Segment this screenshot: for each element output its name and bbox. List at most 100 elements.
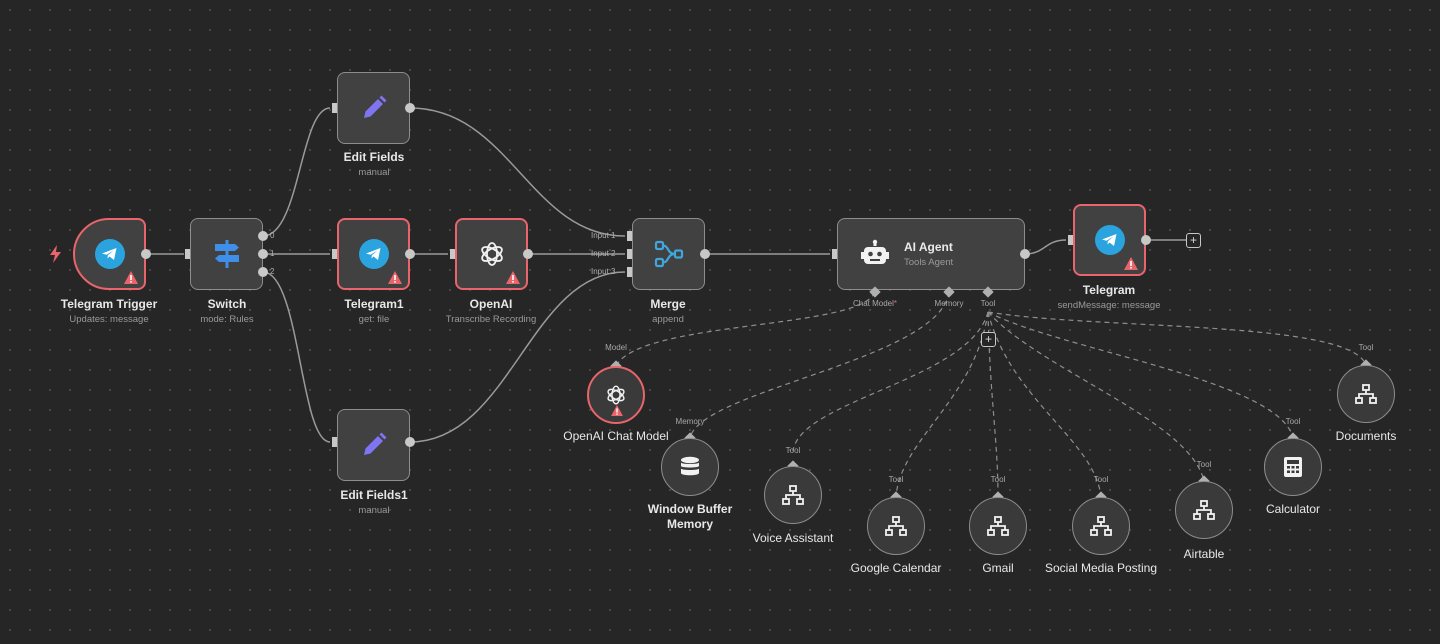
input-port[interactable] <box>1068 235 1073 245</box>
input-port[interactable] <box>332 249 337 259</box>
input-port[interactable] <box>332 437 337 447</box>
warning-icon <box>124 271 138 284</box>
input-label-3: Input 3 <box>591 267 616 276</box>
edge-tool-voice <box>792 311 989 452</box>
node-title: OpenAI Chat Model <box>563 429 669 443</box>
memory-node-port-label: Memory <box>675 417 705 426</box>
output-port[interactable] <box>1141 235 1151 245</box>
pencil-icon <box>363 432 386 455</box>
pencil-icon <box>363 95 386 118</box>
warning-icon <box>506 271 520 284</box>
calculator-icon <box>1284 457 1302 477</box>
telegram-trigger-node[interactable] <box>73 218 146 290</box>
input-port-3[interactable] <box>627 267 632 277</box>
output-port-2[interactable] <box>258 267 268 277</box>
output-port[interactable] <box>405 249 415 259</box>
node-subtitle: Transcribe Recording <box>445 314 537 325</box>
social-media-posting-node[interactable] <box>1072 497 1130 555</box>
output-port[interactable] <box>405 437 415 447</box>
workflow-icon <box>1355 384 1377 404</box>
output-label-1: 1 <box>270 249 275 258</box>
edge-tool-gcal <box>895 311 989 498</box>
warning-icon <box>388 271 402 284</box>
robot-icon <box>861 239 889 264</box>
input-port[interactable] <box>185 249 190 259</box>
node-subtitle: manual <box>358 167 390 178</box>
output-port-1[interactable] <box>258 249 268 259</box>
output-port[interactable] <box>1020 249 1030 259</box>
node-title: Calculator <box>1265 502 1321 516</box>
telegram-icon <box>358 239 389 269</box>
merge-icon <box>654 240 683 268</box>
node-title: Telegram <box>1082 283 1136 297</box>
telegram-icon <box>1094 225 1125 255</box>
node-title: Telegram1 <box>344 297 404 311</box>
telegram-node[interactable] <box>1073 204 1146 276</box>
telegram1-node[interactable] <box>337 218 410 290</box>
lightning-icon <box>50 245 61 263</box>
input-port[interactable] <box>832 249 837 259</box>
tool-port-label: Tool <box>785 446 801 455</box>
google-calendar-node[interactable] <box>867 497 925 555</box>
tool-port-label: Tool <box>1358 343 1374 352</box>
input-port-1[interactable] <box>627 231 632 241</box>
add-node-button[interactable]: + <box>1186 233 1201 248</box>
output-port-0[interactable] <box>258 231 268 241</box>
tool-port-label: Tool <box>1196 460 1212 469</box>
edge-chatmodel <box>615 291 876 367</box>
edge-switch-editfields1 <box>262 271 331 443</box>
node-title: Edit Fields <box>343 150 405 164</box>
node-title: Airtable <box>1183 547 1225 561</box>
voice-assistant-node[interactable] <box>764 466 822 524</box>
edge-tool-calculator <box>987 311 1294 439</box>
chat-model-port-label: Chat Model* <box>852 299 898 308</box>
openai-icon <box>607 385 625 405</box>
warning-icon <box>1124 257 1138 270</box>
gmail-node[interactable] <box>969 497 1027 555</box>
input-port-2[interactable] <box>627 249 632 259</box>
input-port[interactable] <box>332 103 337 113</box>
node-title: AI Agent <box>904 240 953 254</box>
node-title: Edit Fields1 <box>340 488 408 502</box>
node-subtitle: manual <box>358 505 390 516</box>
workflow-icon <box>782 485 804 505</box>
tool-port-label: Tool <box>1093 475 1109 484</box>
edit-fields-node[interactable] <box>337 72 410 144</box>
memory-port-label: Memory <box>934 299 964 308</box>
input-label-2: Input 2 <box>591 249 616 258</box>
output-port[interactable] <box>523 249 533 259</box>
node-title: Google Calendar <box>850 561 942 575</box>
add-tool-button[interactable]: + <box>981 332 996 347</box>
switch-node[interactable] <box>190 218 263 290</box>
airtable-node[interactable] <box>1175 481 1233 539</box>
openai-node[interactable] <box>455 218 528 290</box>
openai-chat-model-node[interactable] <box>587 366 645 424</box>
edge-editfields-merge <box>409 107 626 237</box>
workflow-icon <box>1090 516 1112 536</box>
input-port[interactable] <box>450 249 455 259</box>
merge-node[interactable] <box>632 218 705 290</box>
node-title: Voice Assistant <box>752 531 834 545</box>
window-buffer-memory-node[interactable] <box>661 438 719 496</box>
output-port[interactable] <box>405 103 415 113</box>
node-title: Gmail <box>982 561 1014 575</box>
node-title: OpenAI <box>469 297 513 311</box>
warning-icon <box>611 405 623 416</box>
output-port[interactable] <box>141 249 151 259</box>
ai-agent-node[interactable]: AI Agent Tools Agent <box>837 218 1025 290</box>
workflow-icon <box>987 516 1009 536</box>
edge-tool-social <box>987 311 1102 498</box>
workflow-icon <box>1193 500 1215 520</box>
signpost-icon <box>214 240 239 268</box>
node-title: Switch <box>207 297 247 311</box>
tool-port-label: Tool <box>990 475 1006 484</box>
edge-memory <box>689 291 950 439</box>
documents-node[interactable] <box>1337 365 1395 423</box>
tool-port-label: Tool <box>888 475 904 484</box>
node-title: Telegram Trigger <box>60 297 158 311</box>
calculator-node[interactable] <box>1264 438 1322 496</box>
tool-port-label: Tool <box>1285 417 1301 426</box>
edit-fields1-node[interactable] <box>337 409 410 481</box>
output-port[interactable] <box>700 249 710 259</box>
